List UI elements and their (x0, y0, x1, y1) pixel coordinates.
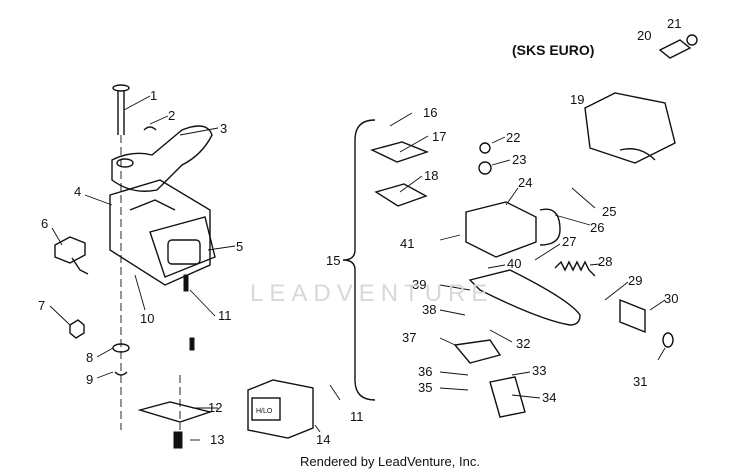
callout-11-left: 11 (218, 308, 232, 323)
callout-17: 17 (432, 129, 446, 144)
callout-40: 40 (507, 256, 521, 271)
variant-label: (SKS EURO) (512, 42, 595, 58)
svg-text:H/LO: H/LO (256, 408, 273, 415)
callout-21: 21 (667, 16, 681, 31)
callout-27: 27 (562, 234, 576, 249)
callout-31: 31 (633, 374, 647, 389)
callout-19: 19 (570, 92, 584, 107)
callout-16: 16 (423, 105, 437, 120)
callout-15: 15 (326, 253, 340, 268)
spring-part (554, 260, 596, 277)
callout-2: 2 (168, 108, 175, 123)
callout-33: 33 (532, 363, 546, 378)
nut-part (69, 319, 85, 339)
clip-part (143, 126, 157, 131)
callout-37: 37 (402, 330, 416, 345)
callout-38: 38 (422, 302, 436, 317)
callout-26: 26 (590, 220, 604, 235)
callout-3: 3 (220, 121, 227, 136)
callout-12: 12 (208, 400, 222, 415)
callout-20: 20 (637, 28, 651, 43)
bracket-part (453, 339, 526, 418)
callout-13: 13 (210, 432, 224, 447)
callout-8: 8 (86, 350, 93, 365)
leader-lines (49, 95, 666, 441)
callout-4: 4 (74, 184, 81, 199)
callout-32: 32 (516, 336, 530, 351)
callout-5: 5 (236, 239, 243, 254)
clamp-part (539, 208, 561, 246)
throttle-lever-part (111, 125, 213, 192)
callout-6: 6 (41, 216, 48, 231)
switch-part (54, 236, 89, 275)
callout-30: 30 (664, 291, 678, 306)
callout-28: 28 (598, 254, 612, 269)
callout-11-right: 11 (350, 409, 364, 424)
callout-10: 10 (140, 311, 154, 326)
footer-credit: Rendered by LeadVenture, Inc. (300, 454, 480, 469)
assembly-bracket (342, 119, 376, 401)
callout-7: 7 (38, 298, 45, 313)
callout-22: 22 (506, 130, 520, 145)
callout-29: 29 (628, 273, 642, 288)
callout-25: 25 (602, 204, 616, 219)
callout-18: 18 (424, 168, 438, 183)
cover-part (369, 141, 430, 207)
callout-labels: 1 2 3 4 5 6 7 8 9 10 11 11 12 13 14 15 1… (38, 16, 681, 447)
callout-39: 39 (412, 277, 426, 292)
euro-housing-part (584, 34, 698, 164)
brake-lever-part (468, 269, 581, 326)
callout-34: 34 (542, 390, 556, 405)
carriage-bolt-part (112, 84, 130, 135)
callout-24: 24 (518, 175, 532, 190)
cover-plate-part (137, 401, 213, 423)
screw-part (173, 274, 195, 449)
throttle-housing-part (109, 179, 216, 286)
callout-14: 14 (316, 432, 330, 447)
callout-23: 23 (512, 152, 526, 167)
watermark: LEADVENTURE (250, 280, 494, 307)
key-switch-part: H/LO (247, 379, 314, 439)
callout-41: 41 (400, 236, 414, 251)
callout-1: 1 (150, 88, 157, 103)
callout-9: 9 (86, 372, 93, 387)
adjuster-part (619, 298, 674, 348)
brake-housing-part (465, 142, 537, 258)
callout-36: 36 (418, 364, 432, 379)
callout-35: 35 (418, 380, 432, 395)
